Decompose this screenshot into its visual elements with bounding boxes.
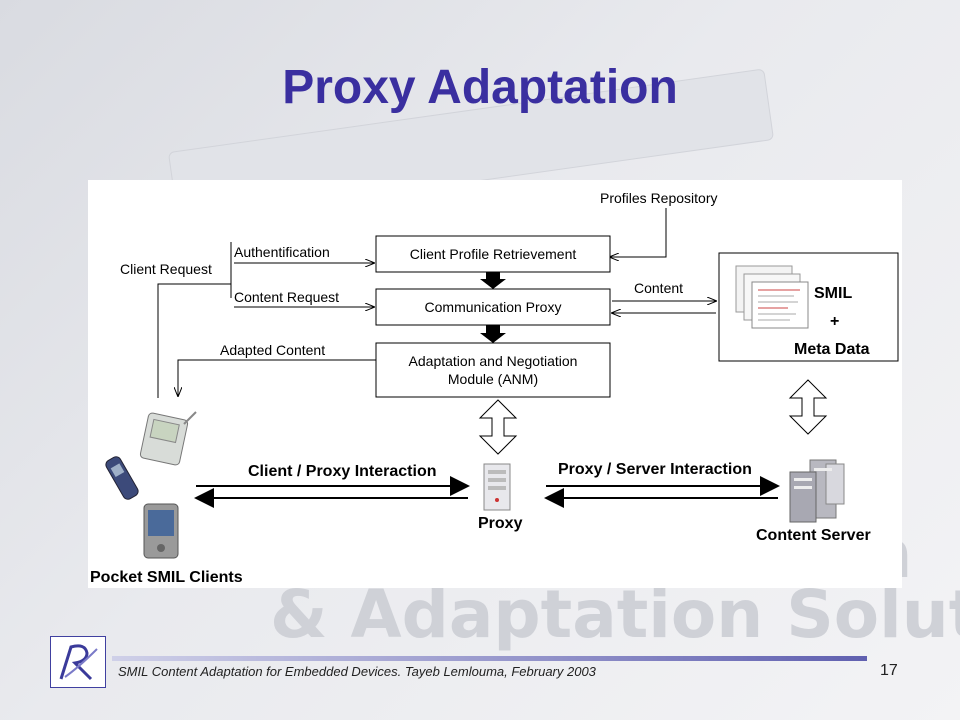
down-arrow-2	[480, 325, 506, 343]
content-server-icon	[789, 459, 845, 523]
page-number: 17	[880, 662, 898, 679]
profiles-repository-label: Profiles Repository	[600, 190, 718, 206]
client-profile-label: Client Profile Retrievement	[410, 246, 577, 262]
footer-divider	[112, 656, 867, 661]
client-proxy-interaction-label: Client / Proxy Interaction	[248, 463, 436, 480]
mobile-phone-icon	[105, 456, 139, 500]
proxy-server-interaction-label: Proxy / Server Interaction	[558, 461, 752, 478]
content-server-label: Content Server	[756, 527, 871, 544]
document-stack-icon	[735, 265, 809, 329]
proxy-label: Proxy	[478, 515, 523, 532]
communication-proxy-box	[375, 288, 611, 326]
proxy-server-icon	[483, 463, 511, 511]
logo-icon	[53, 639, 103, 685]
down-arrow-1	[480, 272, 506, 289]
anm-proxy-double-arrow	[478, 399, 518, 455]
communication-proxy-label: Communication Proxy	[425, 299, 562, 315]
client-request-line	[157, 283, 231, 398]
authentification-label: Authentification	[234, 244, 330, 260]
anm-label-line2: Module (ANM)	[448, 371, 538, 387]
pocket-smil-clients-label: Pocket SMIL Clients	[90, 569, 243, 586]
plus-label: +	[830, 313, 839, 330]
diagram-panel: Profiles Repository Client Profile Retri…	[88, 180, 902, 588]
architecture-diagram: Profiles Repository Client Profile Retri…	[90, 190, 899, 586]
pda-device-icon	[139, 411, 197, 466]
content-label: Content	[634, 280, 683, 296]
slide-title: Proxy Adaptation	[282, 61, 678, 114]
smil-label: SMIL	[814, 285, 852, 302]
client-request-label: Client Request	[120, 261, 212, 277]
metadata-server-double-arrow	[788, 379, 828, 435]
anm-label-line1: Adaptation and Negotiation	[409, 353, 578, 369]
meta-data-label: Meta Data	[794, 341, 870, 358]
pocket-pc-icon	[143, 503, 179, 559]
adapted-content-arrow	[178, 359, 376, 396]
institution-logo	[50, 636, 106, 688]
adapted-content-label: Adapted Content	[220, 342, 325, 358]
footer-citation: SMIL Content Adaptation for Embedded Dev…	[118, 664, 596, 679]
background-watermark: & Adaptation Solution	[270, 576, 960, 653]
content-request-label: Content Request	[234, 289, 339, 305]
anm-box	[375, 342, 611, 398]
profiles-arrow	[610, 208, 667, 257]
